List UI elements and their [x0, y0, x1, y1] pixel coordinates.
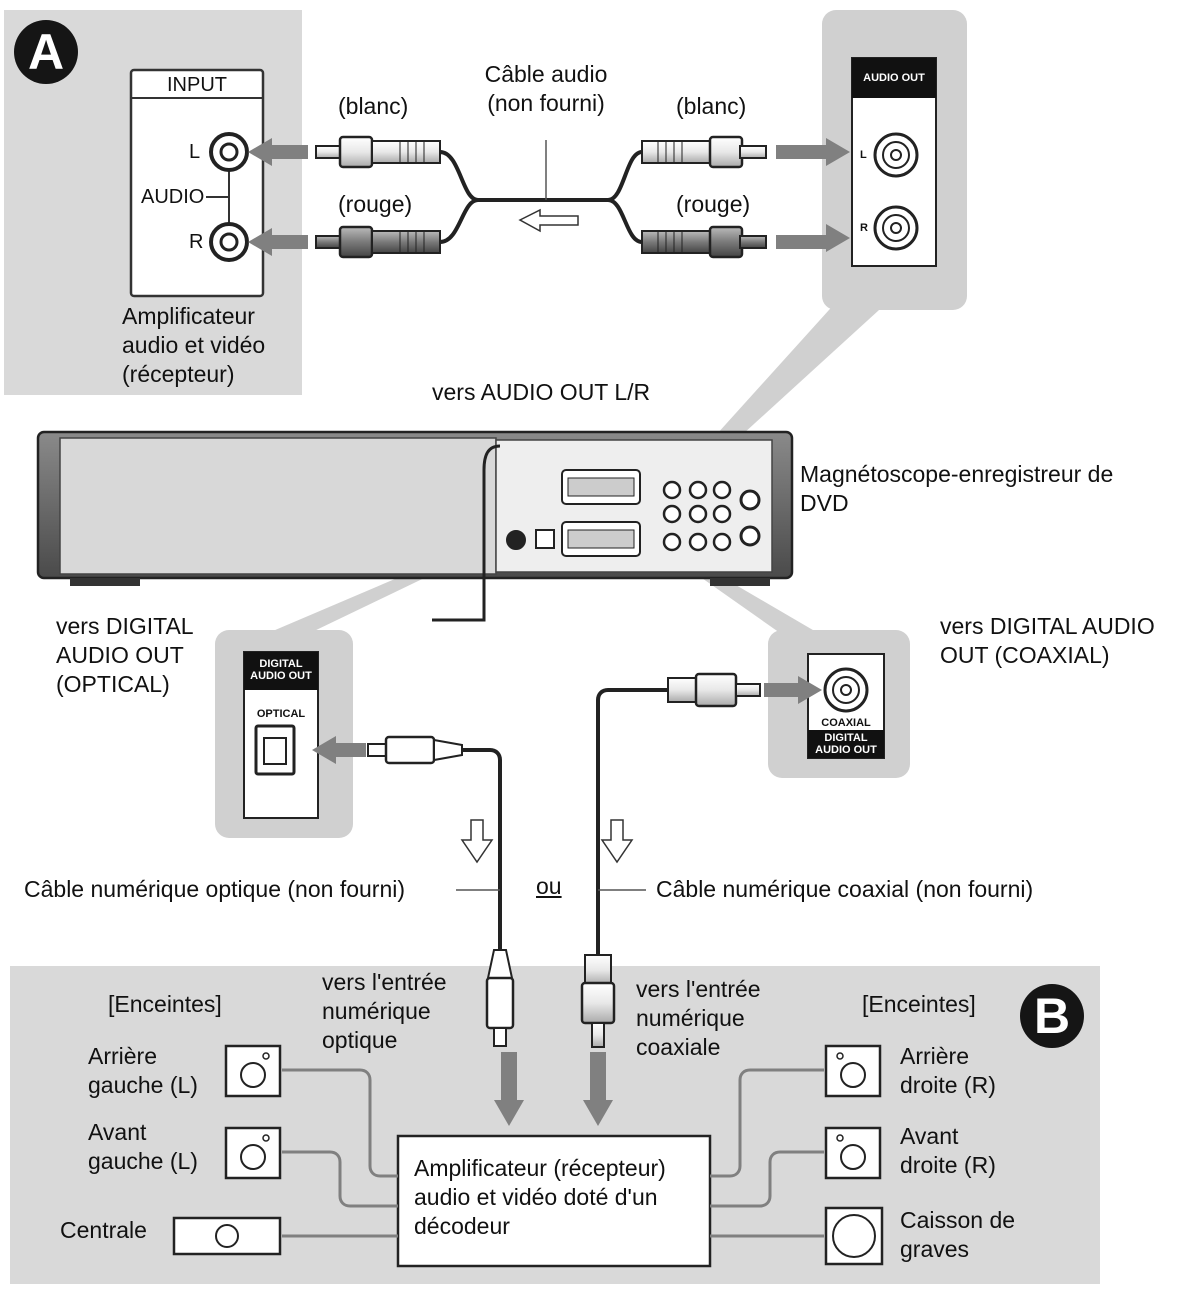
audio-out-header-bar: [852, 58, 936, 98]
right-white-label: (blanc): [676, 93, 747, 119]
audio-out-l-label: L: [860, 149, 867, 161]
optical-cable-label: Câble numérique optique (non fourni): [24, 876, 406, 902]
left-white-label: (blanc): [338, 93, 409, 119]
plug-right-red: [641, 225, 767, 259]
speaker-rear-right: [824, 1044, 882, 1098]
input-audio-label: AUDIO: [141, 186, 205, 208]
arrow-to-optical: [312, 736, 366, 764]
amplifier-b-label: Amplificateur (récepteur) audio et vidéo…: [414, 1155, 666, 1239]
speaker-rear-left: [224, 1044, 282, 1098]
optical-header-label: DIGITAL AUDIO OUT: [250, 658, 312, 682]
input-header-label: INPUT: [167, 74, 227, 96]
coaxial-jack: [823, 667, 869, 713]
optical-header-bar: [244, 652, 318, 690]
audio-cable-label: Câble audio (non fourni): [484, 61, 608, 116]
coaxial-header-label: DIGITAL AUDIO OUT: [815, 732, 877, 756]
recorder-caption: Magnétoscope-enregistreur de DVD: [800, 461, 1114, 516]
zoom-connector-audio-out: [698, 300, 890, 455]
amp-input-jack-l: [209, 132, 249, 172]
audio-out-r-label: R: [860, 222, 868, 234]
badge-a: A: [14, 20, 78, 84]
or-label: ou: [536, 873, 562, 899]
audio-out-header-label: AUDIO OUT: [863, 72, 925, 84]
optical-input-label: vers l'entrée numérique optique: [322, 969, 447, 1053]
amp-a-caption: Amplificateur audio et vidéo (récepteur): [122, 303, 266, 387]
subwoofer-label: Caisson de graves: [900, 1207, 1016, 1262]
speaker-subwoofer: [824, 1206, 884, 1266]
audio-out-jack-l: [873, 132, 919, 178]
input-r-label: R: [189, 231, 204, 253]
plug-right-white: [641, 135, 767, 169]
optical-panel-label: OPTICAL: [256, 708, 306, 720]
arrow-to-audio-out-l: [776, 138, 850, 166]
coaxial-cable: [580, 672, 761, 1048]
arrow-to-input-r: [248, 228, 308, 256]
rear-left-label: Arrière gauche (L): [88, 1043, 198, 1098]
direction-arrow-audio: [518, 208, 579, 233]
amp-input-jack-r: [209, 222, 249, 262]
speaker-front-right: [824, 1126, 882, 1180]
speakers-left-header: [Enceintes]: [108, 991, 222, 1017]
decoder-amplifier-box: [396, 1134, 712, 1268]
direction-arrow-optical: [460, 819, 494, 864]
arrow-to-amp-coaxial: [583, 1052, 613, 1126]
speaker-front-left: [224, 1126, 282, 1180]
arrow-to-coaxial: [764, 676, 822, 704]
front-left-label: Avant gauche (L): [88, 1119, 198, 1174]
plug-left-red: [315, 225, 441, 259]
direction-arrow-coaxial: [600, 819, 634, 864]
coaxial-panel-label: COAXIAL: [821, 717, 871, 729]
plug-left-white: [315, 135, 441, 169]
front-right-label: Avant droite (R): [900, 1123, 996, 1178]
coaxial-input-label: vers l'entrée numérique coaxiale: [636, 976, 761, 1060]
badge-b: B: [1020, 984, 1084, 1048]
left-red-label: (rouge): [338, 191, 413, 217]
optical-jack: [254, 724, 296, 776]
right-red-label: (rouge): [676, 191, 751, 217]
coaxial-caption: vers DIGITAL AUDIO OUT (COAXIAL): [940, 613, 1155, 668]
coaxial-header-bar: [808, 730, 884, 758]
audio-cable: [439, 150, 643, 244]
audio-out-caption: vers AUDIO OUT L/R: [432, 379, 651, 405]
input-l-label: L: [189, 141, 201, 163]
optical-caption: vers DIGITAL AUDIO OUT (OPTICAL): [56, 613, 194, 697]
arrow-to-audio-out-r: [776, 224, 850, 252]
audio-out-jack-r: [873, 205, 919, 251]
speaker-wires: [282, 1068, 824, 1238]
center-label: Centrale: [60, 1217, 147, 1243]
coaxial-cable-label: Câble numérique coaxial (non fourni): [656, 876, 1034, 902]
arrow-to-input-l: [248, 138, 308, 166]
dvd-recorder: [36, 430, 794, 622]
speakers-right-header: [Enceintes]: [862, 991, 976, 1017]
speaker-center: [172, 1216, 282, 1256]
rear-right-label: Arrière droite (R): [900, 1043, 996, 1098]
optical-cable: [367, 735, 515, 1047]
arrow-to-amp-optical: [494, 1052, 524, 1126]
